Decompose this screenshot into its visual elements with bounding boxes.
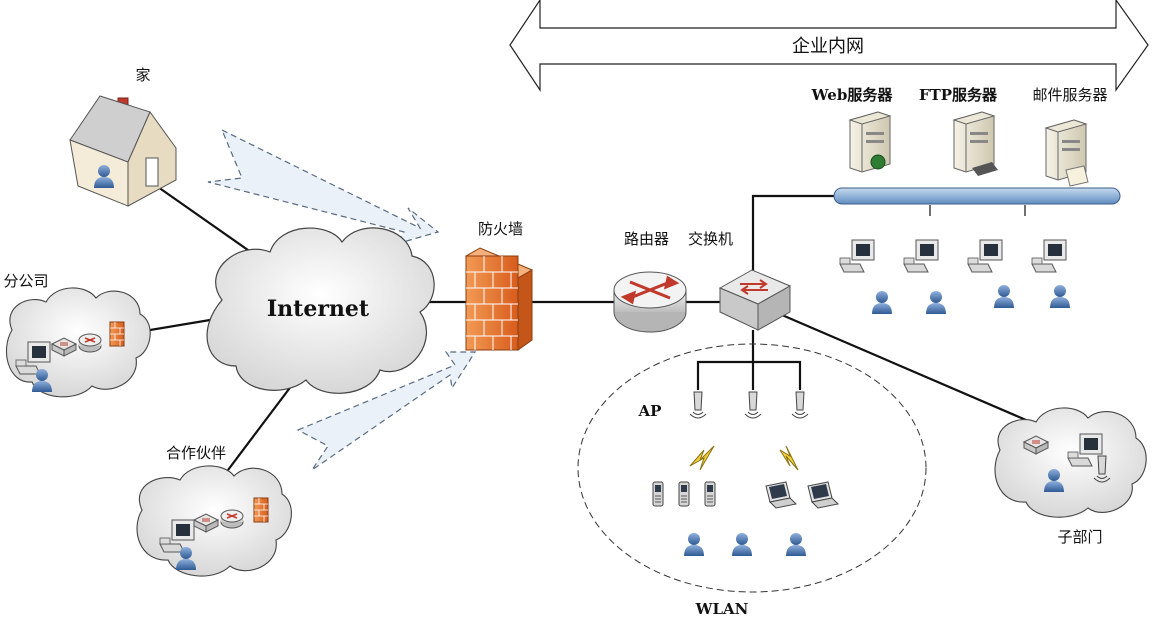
phone-icon xyxy=(704,481,716,507)
firewall-icon xyxy=(109,321,125,347)
pc-icon xyxy=(967,239,1003,273)
mail-icon xyxy=(1065,165,1089,187)
vpn-arrows xyxy=(207,128,477,471)
firewall-label: 防火墙 xyxy=(478,220,523,238)
access-point-icon xyxy=(744,391,762,419)
branch-node: 分公司 xyxy=(3,272,151,398)
wlan-label: WLAN xyxy=(695,600,749,618)
ftp-server-icon xyxy=(953,111,995,173)
user-icon xyxy=(684,533,704,556)
laptop-icon xyxy=(765,481,797,509)
router-icon xyxy=(613,271,687,333)
user-icon xyxy=(926,291,946,314)
intranet-label: 企业内网 xyxy=(792,36,864,57)
internet-label: Internet xyxy=(267,296,370,322)
links xyxy=(119,179,1027,471)
router-icon xyxy=(220,509,244,529)
laptop-icon xyxy=(807,481,839,509)
web-server-label: Web服务器 xyxy=(811,86,894,104)
firewall-node: 防火墙 xyxy=(464,220,534,351)
firewall-icon xyxy=(253,497,269,523)
router-icon xyxy=(78,333,102,353)
server-area: Web服务器 FTP服务器 邮件服务器 xyxy=(811,86,1121,314)
switch-icon xyxy=(718,269,792,331)
pc-icon xyxy=(1031,239,1067,273)
user-icon xyxy=(994,285,1014,308)
branch-label: 分公司 xyxy=(3,272,48,290)
wireless-signal-icon xyxy=(779,445,799,471)
partner-label: 合作伙伴 xyxy=(166,444,226,462)
switch-node: 交换机 xyxy=(688,230,792,331)
ap-label: AP xyxy=(638,402,662,420)
internet-cloud: Internet xyxy=(206,227,435,394)
mail-server-label: 邮件服务器 xyxy=(1032,86,1107,104)
user-icon xyxy=(872,291,892,314)
wlan-area: AP WLAN xyxy=(577,343,927,618)
access-point-icon xyxy=(791,391,809,419)
router-label: 路由器 xyxy=(624,230,669,248)
pc-icon xyxy=(903,239,939,273)
wireless-signal-icon xyxy=(689,445,715,471)
subdept-node: 子部门 xyxy=(994,407,1147,546)
ftp-server-label: FTP服务器 xyxy=(919,86,998,104)
subdept-label: 子部门 xyxy=(1057,528,1102,546)
home-label: 家 xyxy=(135,66,150,84)
pc-icon xyxy=(839,239,875,273)
partner-node: 合作伙伴 xyxy=(136,444,292,577)
access-point-icon xyxy=(689,391,707,419)
user-icon xyxy=(786,533,806,556)
intranet-banner: 企业内网 xyxy=(509,0,1149,92)
globe-icon xyxy=(870,154,886,170)
user-icon xyxy=(732,533,752,556)
phone-icon xyxy=(678,481,690,507)
printer-icon xyxy=(972,162,998,176)
firewall-icon xyxy=(464,247,534,351)
house-icon xyxy=(69,95,177,207)
server-bus xyxy=(833,187,1121,205)
home-node: 家 xyxy=(69,66,177,207)
wlan-boundary xyxy=(577,343,927,593)
phone-icon xyxy=(652,481,664,507)
router-node: 路由器 xyxy=(613,230,687,333)
user-icon xyxy=(1050,285,1070,308)
switch-label: 交换机 xyxy=(688,230,733,248)
